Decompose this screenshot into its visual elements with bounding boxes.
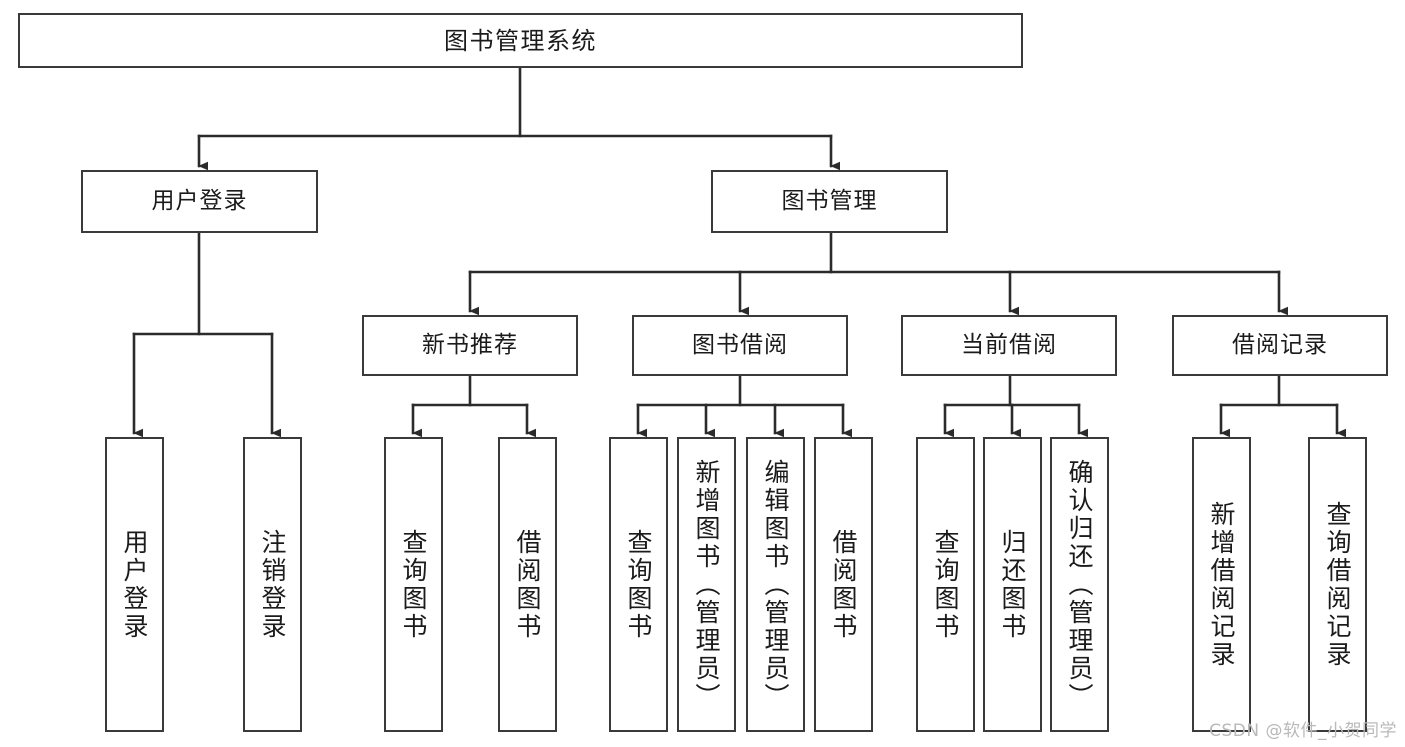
node-new-book-recommend[interactable]: 新书推荐 [362, 315, 578, 376]
node-leaf-query-borrow-record[interactable]: 查询借阅记录 [1308, 437, 1367, 732]
node-label: 编辑图书（管理员） [761, 458, 790, 711]
node-book-borrow[interactable]: 图书借阅 [632, 315, 848, 376]
node-label: 确认归还（管理员） [1065, 458, 1094, 711]
node-leaf-user-login[interactable]: 用户登录 [105, 437, 164, 732]
node-user-login[interactable]: 用户登录 [81, 170, 318, 233]
node-current-borrow[interactable]: 当前借阅 [901, 315, 1117, 376]
node-label: 借阅记录 [1232, 332, 1328, 359]
node-leaf-query-book[interactable]: 查询图书 [609, 437, 668, 732]
csdn-watermark: CSDN @软件_小贺同学 [1209, 721, 1397, 741]
node-label: 注销登录 [258, 528, 287, 641]
node-label: 借阅图书 [513, 528, 542, 641]
node-leaf-borrow-book[interactable]: 借阅图书 [814, 437, 873, 732]
node-leaf-query-book-new[interactable]: 查询图书 [384, 437, 443, 732]
node-borrow-record[interactable]: 借阅记录 [1172, 315, 1388, 376]
node-label: 用户登录 [151, 188, 248, 215]
node-root-system[interactable]: 图书管理系统 [18, 13, 1023, 68]
node-label: 新增图书（管理员） [692, 458, 721, 711]
node-label: 用户登录 [120, 528, 149, 641]
node-label: 图书借阅 [692, 332, 788, 359]
node-leaf-return-book[interactable]: 归还图书 [983, 437, 1042, 732]
node-label: 借阅图书 [829, 528, 858, 641]
node-leaf-add-book-admin[interactable]: 新增图书（管理员） [677, 437, 736, 732]
node-book-management[interactable]: 图书管理 [711, 170, 948, 233]
node-label: 图书管理 [781, 188, 878, 215]
node-label: 新增借阅记录 [1207, 500, 1236, 669]
node-label: 查询图书 [931, 528, 960, 641]
node-label: 查询借阅记录 [1323, 500, 1352, 669]
node-leaf-confirm-return-admin[interactable]: 确认归还（管理员） [1050, 437, 1109, 732]
node-label: 查询图书 [399, 528, 428, 641]
node-leaf-edit-book-admin[interactable]: 编辑图书（管理员） [746, 437, 805, 732]
node-leaf-add-borrow-record[interactable]: 新增借阅记录 [1192, 437, 1251, 732]
node-label: 当前借阅 [961, 332, 1057, 359]
node-label: 图书管理系统 [444, 26, 597, 55]
node-leaf-query-book-current[interactable]: 查询图书 [916, 437, 975, 732]
node-label: 归还图书 [998, 528, 1027, 641]
node-label: 查询图书 [624, 528, 653, 641]
node-leaf-logout[interactable]: 注销登录 [243, 437, 302, 732]
node-label: 新书推荐 [422, 332, 518, 359]
node-leaf-borrow-book-new[interactable]: 借阅图书 [498, 437, 557, 732]
